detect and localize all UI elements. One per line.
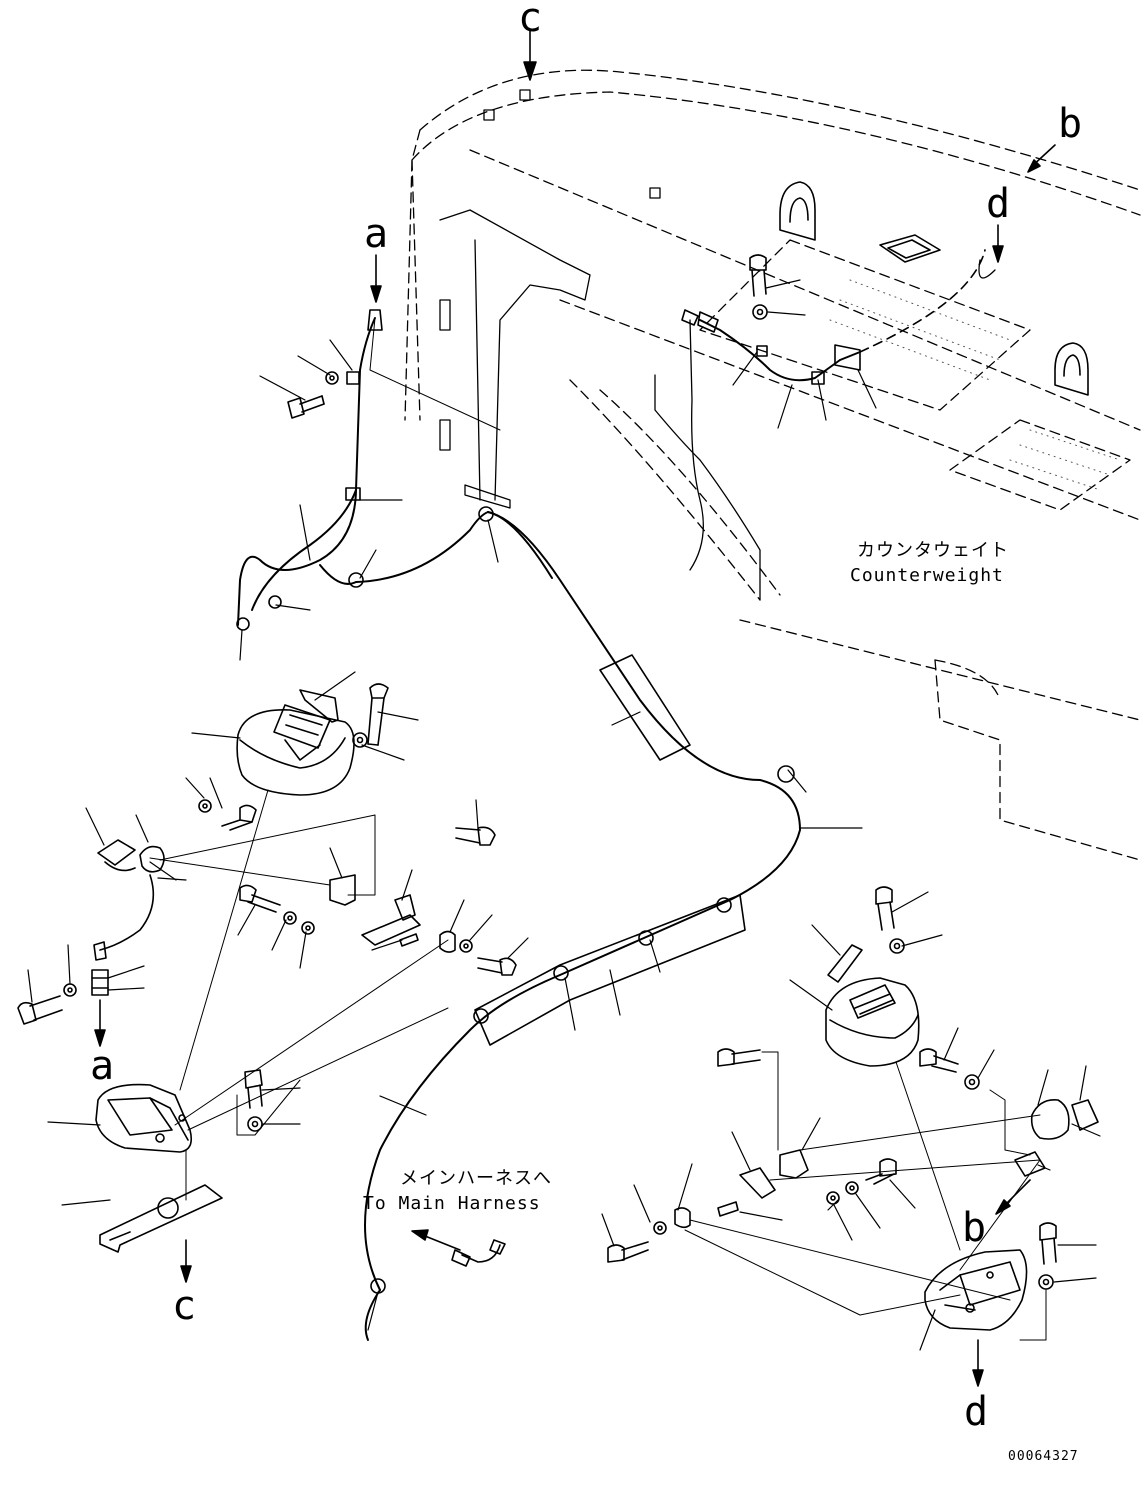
harness-connector-a <box>367 309 383 331</box>
bolts-right <box>607 254 1057 1265</box>
lamp-base-left <box>95 1083 193 1153</box>
bolts-left <box>17 395 517 1109</box>
lamp-base-right <box>924 1249 1028 1331</box>
leader-lines <box>27 279 1101 1351</box>
drawing-number: 00064327 <box>1008 1449 1079 1464</box>
tube-sleeve-upper <box>599 654 691 761</box>
tube-sleeve-lower <box>474 894 746 1046</box>
counterweight-label-jp: カウンタウェイト <box>857 540 1009 561</box>
harness-rear <box>699 319 861 382</box>
bracket-right <box>674 1149 809 1229</box>
label-a-bottom: a <box>90 1043 115 1089</box>
lamp-socket-left <box>93 839 165 961</box>
arrows <box>94 29 1056 1387</box>
lamp-guard-right <box>827 944 863 983</box>
counterweight-label-en: Counterweight <box>850 565 1004 586</box>
main-harness-label-en: To Main Harness <box>363 1193 541 1214</box>
lifting-eye-right <box>1054 342 1089 396</box>
assembly-lines <box>149 317 1047 1341</box>
label-a-top: a <box>364 211 389 257</box>
washers-right <box>653 304 1054 1290</box>
label-c-top: c <box>518 0 543 41</box>
harness-clamps <box>236 345 825 1294</box>
grommet-right <box>1014 1151 1046 1177</box>
lamp-socket-right <box>1030 1098 1099 1140</box>
harness-connector-rear <box>681 309 861 371</box>
mounting-plate-left <box>99 1184 223 1253</box>
bracket-mount <box>439 89 661 509</box>
counterweight-outline <box>404 69 1141 861</box>
lamp-housing-right <box>825 977 920 1067</box>
grommet-left <box>91 969 109 996</box>
label-b-bottom: b <box>962 1205 987 1251</box>
label-b-top: b <box>1058 101 1083 147</box>
main-harness-connector <box>451 1239 506 1267</box>
lamp-guard-left <box>299 689 339 723</box>
harness-side <box>654 319 761 601</box>
bracket-left <box>329 874 456 953</box>
harness-rear-dashed <box>859 249 986 353</box>
lamp-housing-left <box>236 704 355 796</box>
lifting-eye-left <box>779 181 816 241</box>
main-harness-label-jp: メインハーネスへ <box>400 1168 552 1189</box>
washers-left <box>63 371 473 1132</box>
label-d-bottom: d <box>964 1389 989 1435</box>
label-d-top: d <box>986 181 1011 227</box>
top-plate <box>879 234 941 263</box>
step-plates <box>829 279 1121 491</box>
label-c-bottom: c <box>172 1283 197 1329</box>
